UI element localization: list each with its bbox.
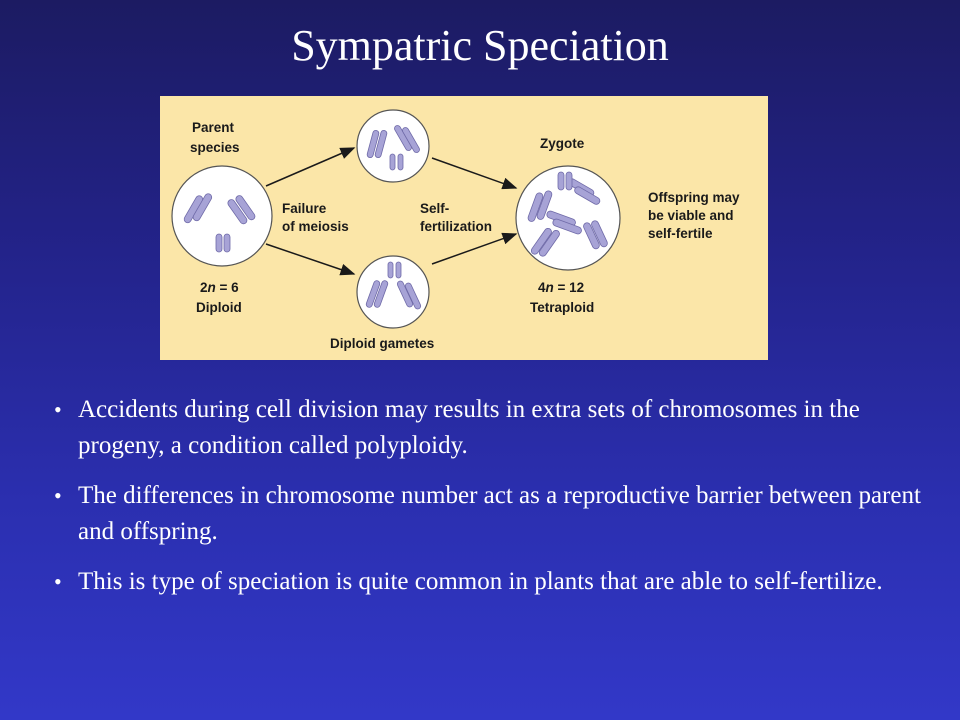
bullet-text: Accidents during cell division may resul…	[78, 396, 860, 459]
bullet-item: • The differences in chromosome number ac…	[48, 478, 928, 550]
parent-cell	[171, 165, 273, 267]
arrow-bottom-gamete-to-zygote	[431, 232, 518, 265]
bullet-text: This is type of speciation is quite comm…	[78, 568, 883, 595]
offspring-label-line1: Offspring may	[648, 190, 740, 205]
bullet-list: • Accidents during cell division may resu…	[48, 392, 928, 614]
zygote-cell	[515, 165, 621, 271]
slide-title: Sympatric Speciation	[291, 21, 669, 70]
diploid-count-prefix: 2	[200, 280, 208, 295]
bullet-item: • Accidents during cell division may resu…	[48, 392, 928, 464]
tetraploid-count-label: 4n = 12	[538, 280, 584, 295]
tetraploid-count-value: = 12	[554, 280, 584, 295]
tetraploid-count-n: n	[546, 280, 554, 295]
diploid-count-n: n	[208, 280, 216, 295]
diploid-count-value: = 6	[216, 280, 239, 295]
speciation-diagram: Parent species Failure of meiosis Self- …	[160, 96, 768, 360]
bottom-gamete-cell	[356, 255, 430, 329]
parent-species-label-line2: species	[190, 140, 240, 155]
self-fertilization-label-line2: fertilization	[420, 219, 492, 234]
failure-meiosis-label-line2: of meiosis	[282, 219, 349, 234]
diagram-svg: Parent species Failure of meiosis Self- …	[171, 109, 740, 351]
diploid-gametes-label: Diploid gametes	[330, 336, 434, 351]
bullet-dot: •	[54, 483, 62, 508]
diploid-label: Diploid	[196, 300, 242, 315]
bullet-dot: •	[54, 569, 62, 594]
offspring-label-line3: self-fertile	[648, 226, 713, 241]
bullet-item: • This is type of speciation is quite com…	[48, 564, 928, 600]
top-gamete-cell	[356, 109, 430, 183]
arrow-top-gamete-to-zygote	[431, 157, 518, 190]
self-fertilization-label-line1: Self-	[420, 201, 449, 216]
zygote-label: Zygote	[540, 136, 585, 151]
tetraploid-count-prefix: 4	[538, 280, 546, 295]
arrow-parent-to-bottom-gamete	[265, 243, 356, 276]
arrow-parent-to-top-gamete	[265, 147, 356, 187]
bullet-text: The differences in chromosome number act…	[78, 482, 921, 545]
tetraploid-label: Tetraploid	[530, 300, 594, 315]
diploid-count-label: 2n = 6	[200, 280, 239, 295]
bullet-dot: •	[54, 397, 62, 422]
offspring-label-line2: be viable and	[648, 208, 734, 223]
failure-meiosis-label-line1: Failure	[282, 201, 327, 216]
parent-species-label-line1: Parent	[192, 120, 235, 135]
